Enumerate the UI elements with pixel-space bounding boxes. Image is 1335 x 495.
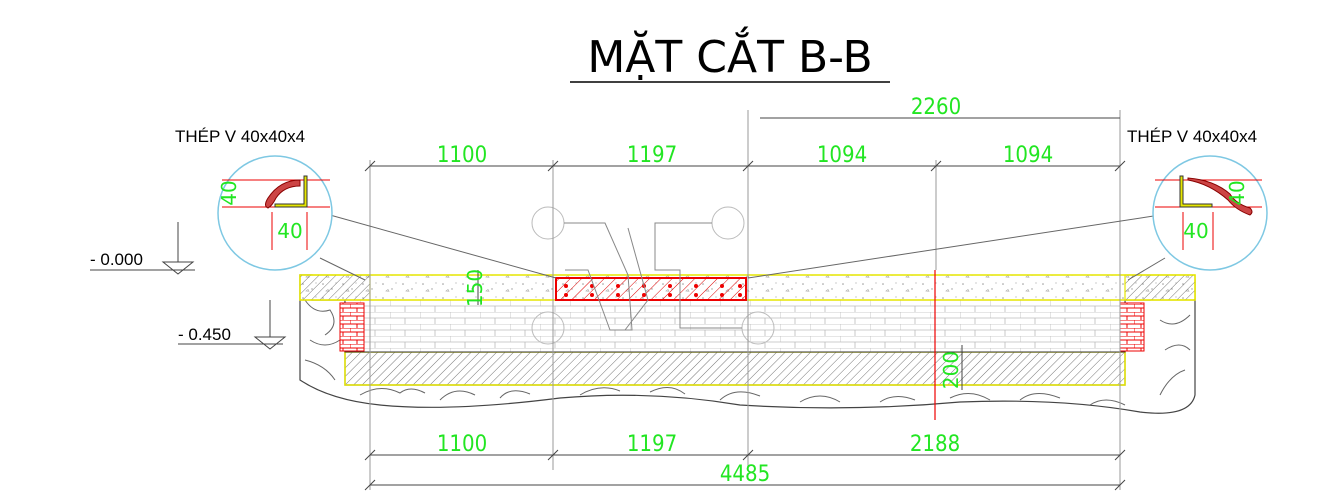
dim-top-4: 1094 <box>1003 143 1053 168</box>
top-dimension-lines <box>364 117 1126 172</box>
dim-bottom-3: 2188 <box>910 432 960 457</box>
elevation-top-label: - 0.000 <box>90 250 143 269</box>
dim-top-2: 1197 <box>627 143 677 168</box>
dim-bottom-1: 1100 <box>437 432 487 457</box>
detail-left-width: 40 <box>277 219 302 243</box>
dim-slab-thickness: 150 <box>463 269 487 307</box>
steel-label-left: THÉP V 40x40x4 <box>175 127 305 146</box>
dim-top-1: 1100 <box>437 143 487 168</box>
dim-bottom-2: 1197 <box>627 432 677 457</box>
concrete-base-layer <box>344 351 1126 386</box>
dim-top-overall: 2260 <box>911 95 961 120</box>
bottom-dimension-lines <box>364 449 1126 491</box>
detail-circle-left: 40 40 <box>217 155 557 281</box>
edge-wall-left <box>339 302 365 352</box>
detail-left-height: 40 <box>217 180 241 205</box>
detail-right-width: 40 <box>1183 219 1208 243</box>
slab-edge-left <box>299 274 371 301</box>
vertical-dimension-lines <box>477 270 963 390</box>
steel-label-right: THÉP V 40x40x4 <box>1127 127 1257 146</box>
elevation-marker-bottom: - 0.450 <box>178 300 287 350</box>
detail-right-height: 40 <box>1225 180 1249 205</box>
dim-base-thickness: 200 <box>939 351 963 389</box>
reinforced-slab <box>555 277 747 301</box>
extension-lines <box>369 110 1121 490</box>
elevation-bottom-label: - 0.450 <box>178 325 231 344</box>
dim-top-3: 1094 <box>817 143 867 168</box>
elevation-marker-top: - 0.000 <box>90 222 195 275</box>
brick-layer <box>344 299 1126 353</box>
slab-edge-right <box>1124 274 1196 301</box>
dim-bottom-overall: 4485 <box>720 462 770 487</box>
edge-wall-right <box>1119 302 1145 352</box>
drawing-title: MẶT CẮT B-B <box>587 25 872 83</box>
construction-marks <box>531 206 775 345</box>
detail-circle-right: 40 40 <box>747 155 1268 281</box>
